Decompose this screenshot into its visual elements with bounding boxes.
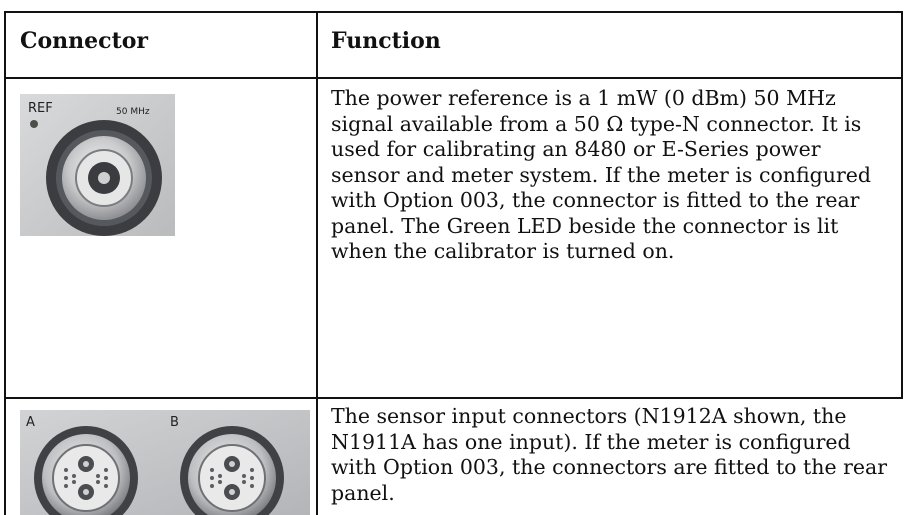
connector-column-header: Connector xyxy=(20,28,148,54)
sensor-a-connector xyxy=(34,426,138,515)
table-top-rule xyxy=(4,11,903,13)
function-column-header: Function xyxy=(331,28,441,54)
table-header-rule xyxy=(4,77,903,79)
table-column-divider xyxy=(316,11,318,515)
table-right-rule xyxy=(901,11,903,397)
ref-connector-photo: REF 50 MHz xyxy=(20,94,175,236)
table-left-rule xyxy=(4,11,6,515)
sensor-connectors-description: The sensor input connectors (N1912A show… xyxy=(331,404,888,505)
ref-connector-description: The power reference is a 1 mW (0 dBm) 50… xyxy=(331,86,872,263)
sensor-b-connector xyxy=(180,426,284,515)
ref-label: REF xyxy=(28,101,53,116)
led-indicator xyxy=(30,120,38,128)
sensor-a-label: A xyxy=(26,415,35,430)
table-row-divider xyxy=(4,397,903,399)
sensor-connectors-photo: A B xyxy=(20,410,310,515)
sensor-b-label: B xyxy=(170,415,179,430)
freq-label: 50 MHz xyxy=(116,107,150,117)
